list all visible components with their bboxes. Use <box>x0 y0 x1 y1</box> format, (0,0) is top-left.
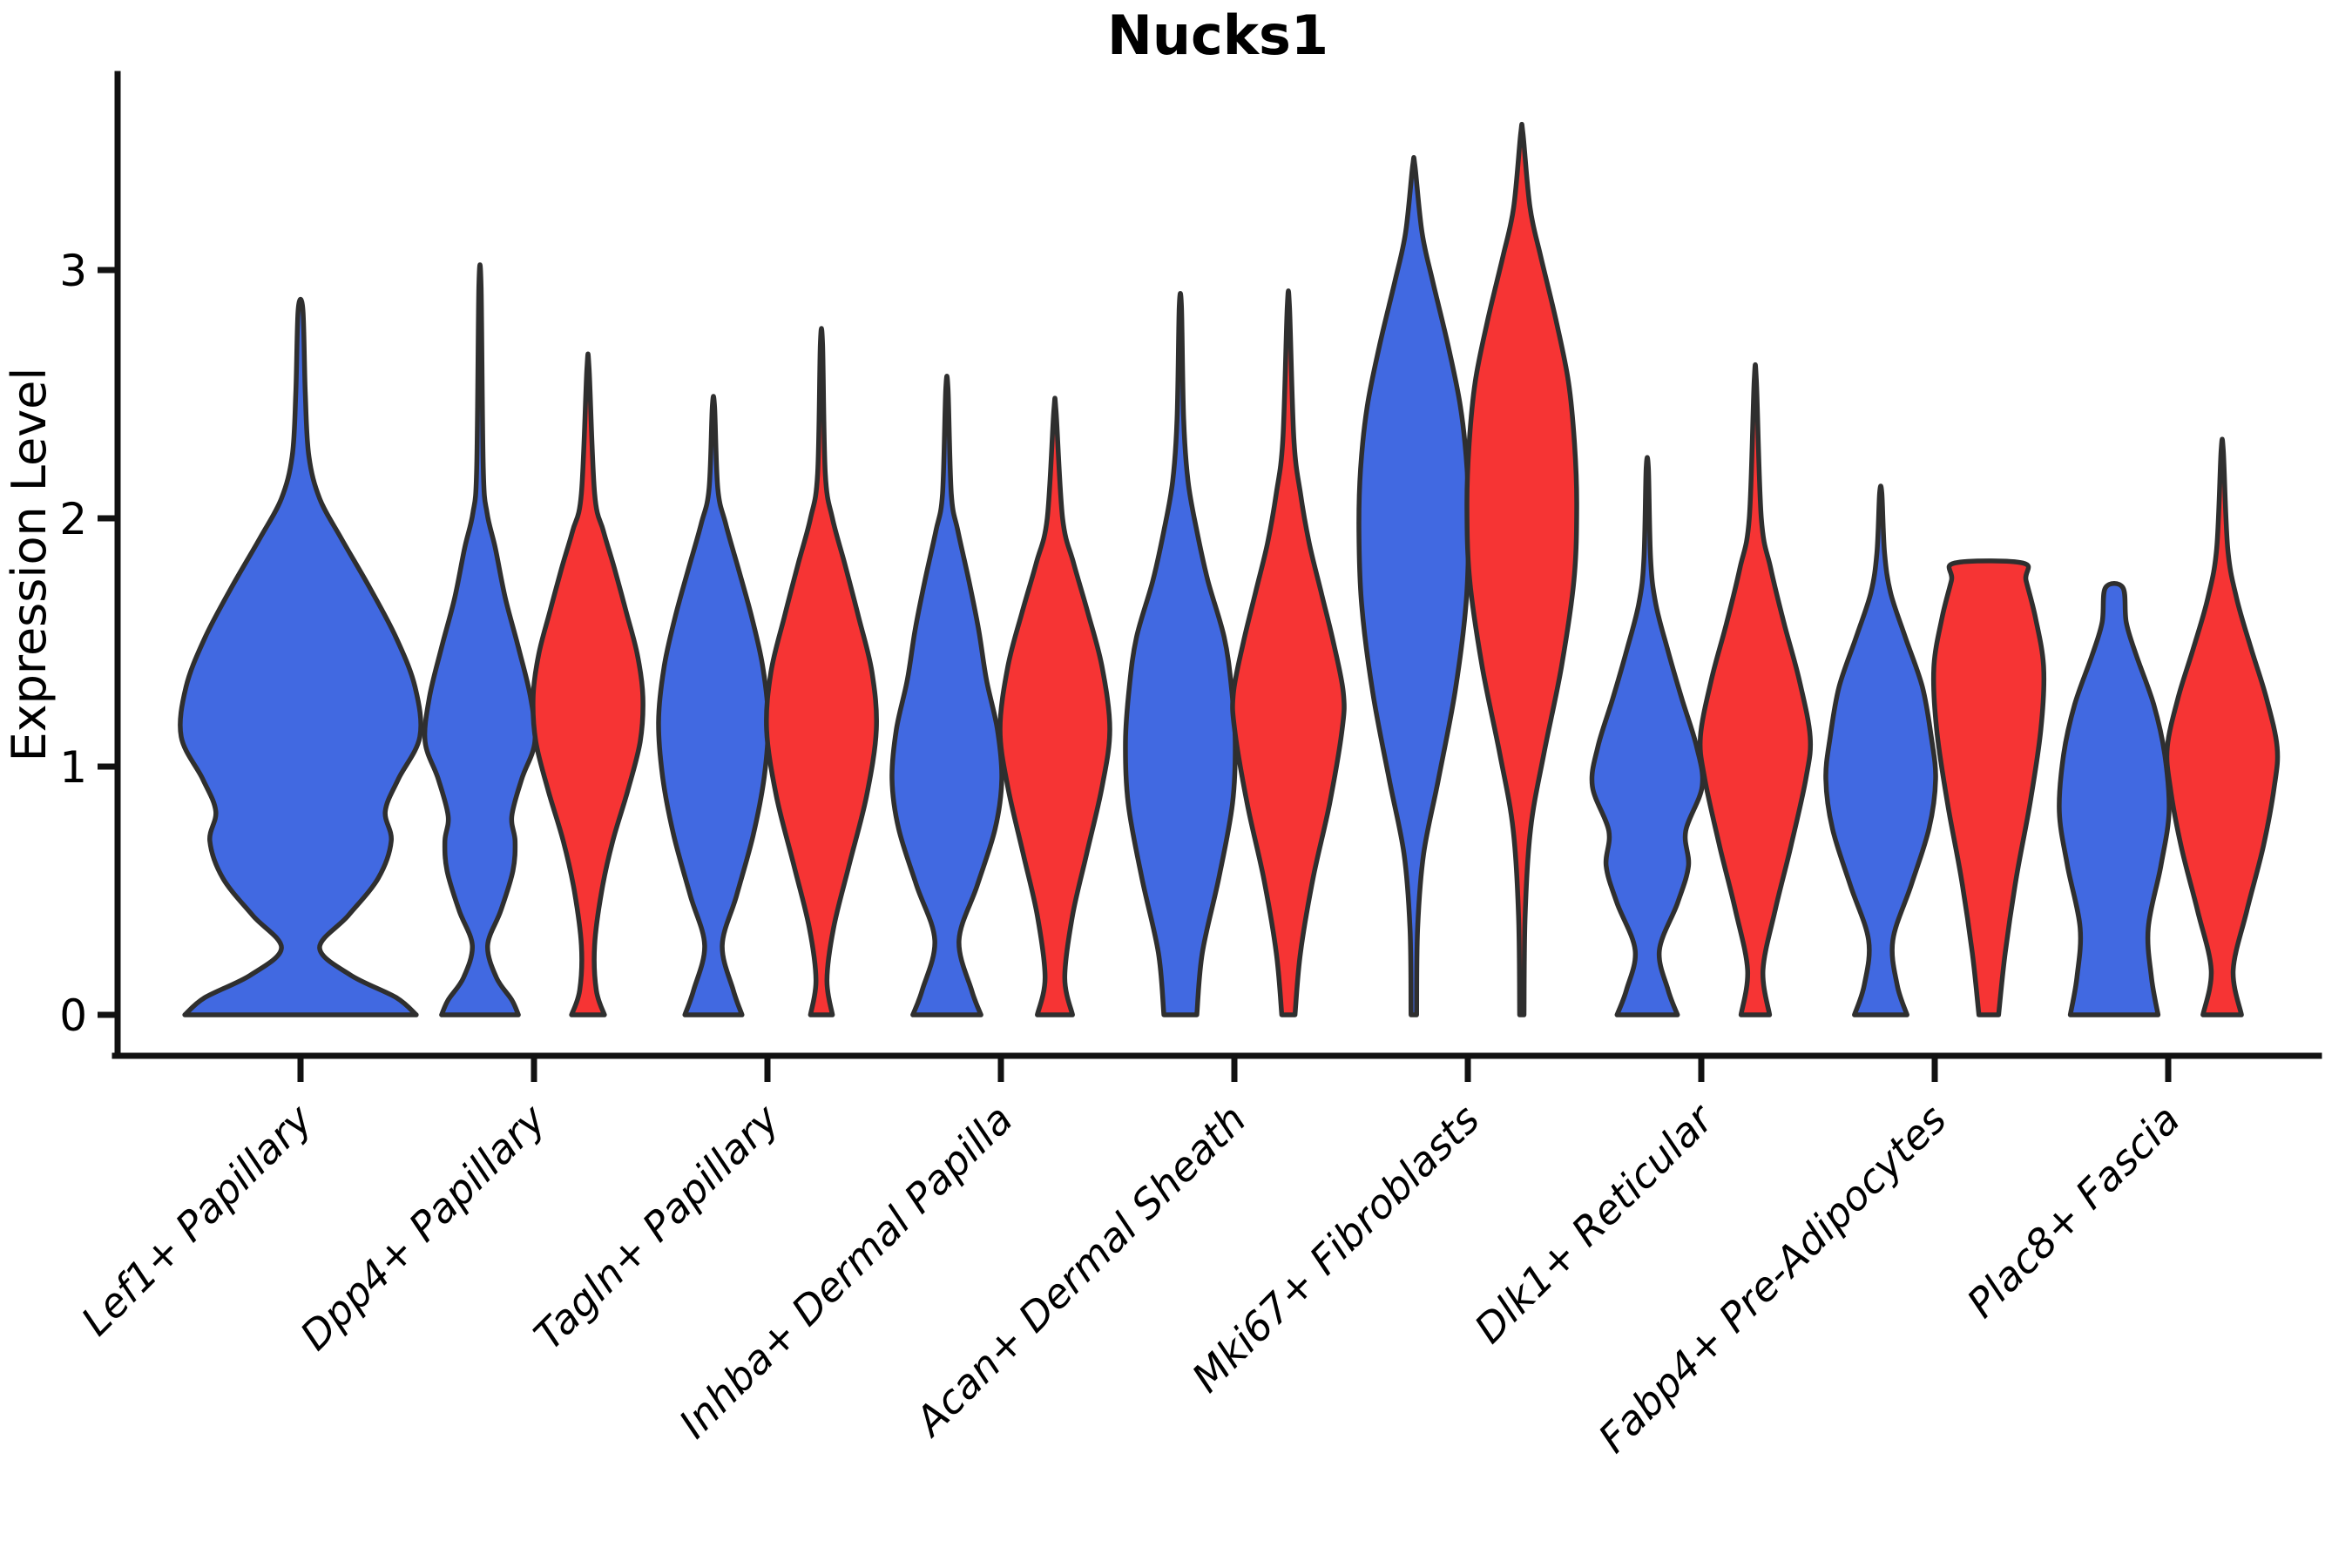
violin-dpp4-papillary-blue <box>422 262 538 1017</box>
violin-lef1-papillary-blue <box>178 296 423 1017</box>
violin-tagln-papillary-red <box>764 326 879 1017</box>
violin-inhba-dermal-papilla-red <box>997 395 1112 1017</box>
violin-mki67-fibroblasts-red <box>1464 121 1579 1017</box>
violin-plac8-fascia-red <box>2164 436 2281 1017</box>
violin-plac8-fascia-blue <box>2057 581 2172 1017</box>
y-tick-label: 2 <box>59 494 87 544</box>
y-tick-label: 0 <box>59 990 87 1041</box>
violin-dlk1-reticular-blue <box>1589 455 1706 1017</box>
violin-tagln-papillary-blue <box>656 394 771 1017</box>
x-tick-label-tagln-papillary: Tagln+ Papillary <box>524 1095 788 1359</box>
x-tick-label-lef1-papillary: Lef1+ Papillary <box>72 1095 321 1344</box>
x-tick-label-dpp4-papillary: Dpp4+ Papillary <box>291 1095 555 1359</box>
x-tick-label-dlk1-reticular: Dlk1+ Reticular <box>1465 1093 1724 1352</box>
y-axis-label: Expression Level <box>2 368 57 762</box>
chart-title: Nucks1 <box>1107 3 1328 67</box>
violin-fabp4-pre-adipocytes-red <box>1930 558 2047 1017</box>
violin-fabp4-pre-adipocytes-blue <box>1823 483 1938 1017</box>
violin-inhba-dermal-papilla-blue <box>889 374 1004 1017</box>
x-tick-label-plac8-fascia: Plac8+ Fascia <box>1957 1096 2188 1327</box>
violin-dlk1-reticular-red <box>1697 362 1814 1017</box>
violin-acan-dermal-sheath-red <box>1230 288 1347 1017</box>
violin-dpp4-papillary-red <box>531 351 645 1017</box>
y-tick-label: 1 <box>59 742 87 793</box>
violins-layer <box>178 121 2281 1017</box>
y-tick-label: 3 <box>59 246 87 296</box>
violin-acan-dermal-sheath-blue <box>1123 291 1238 1017</box>
violin-mki67-fibroblasts-blue <box>1356 154 1471 1017</box>
